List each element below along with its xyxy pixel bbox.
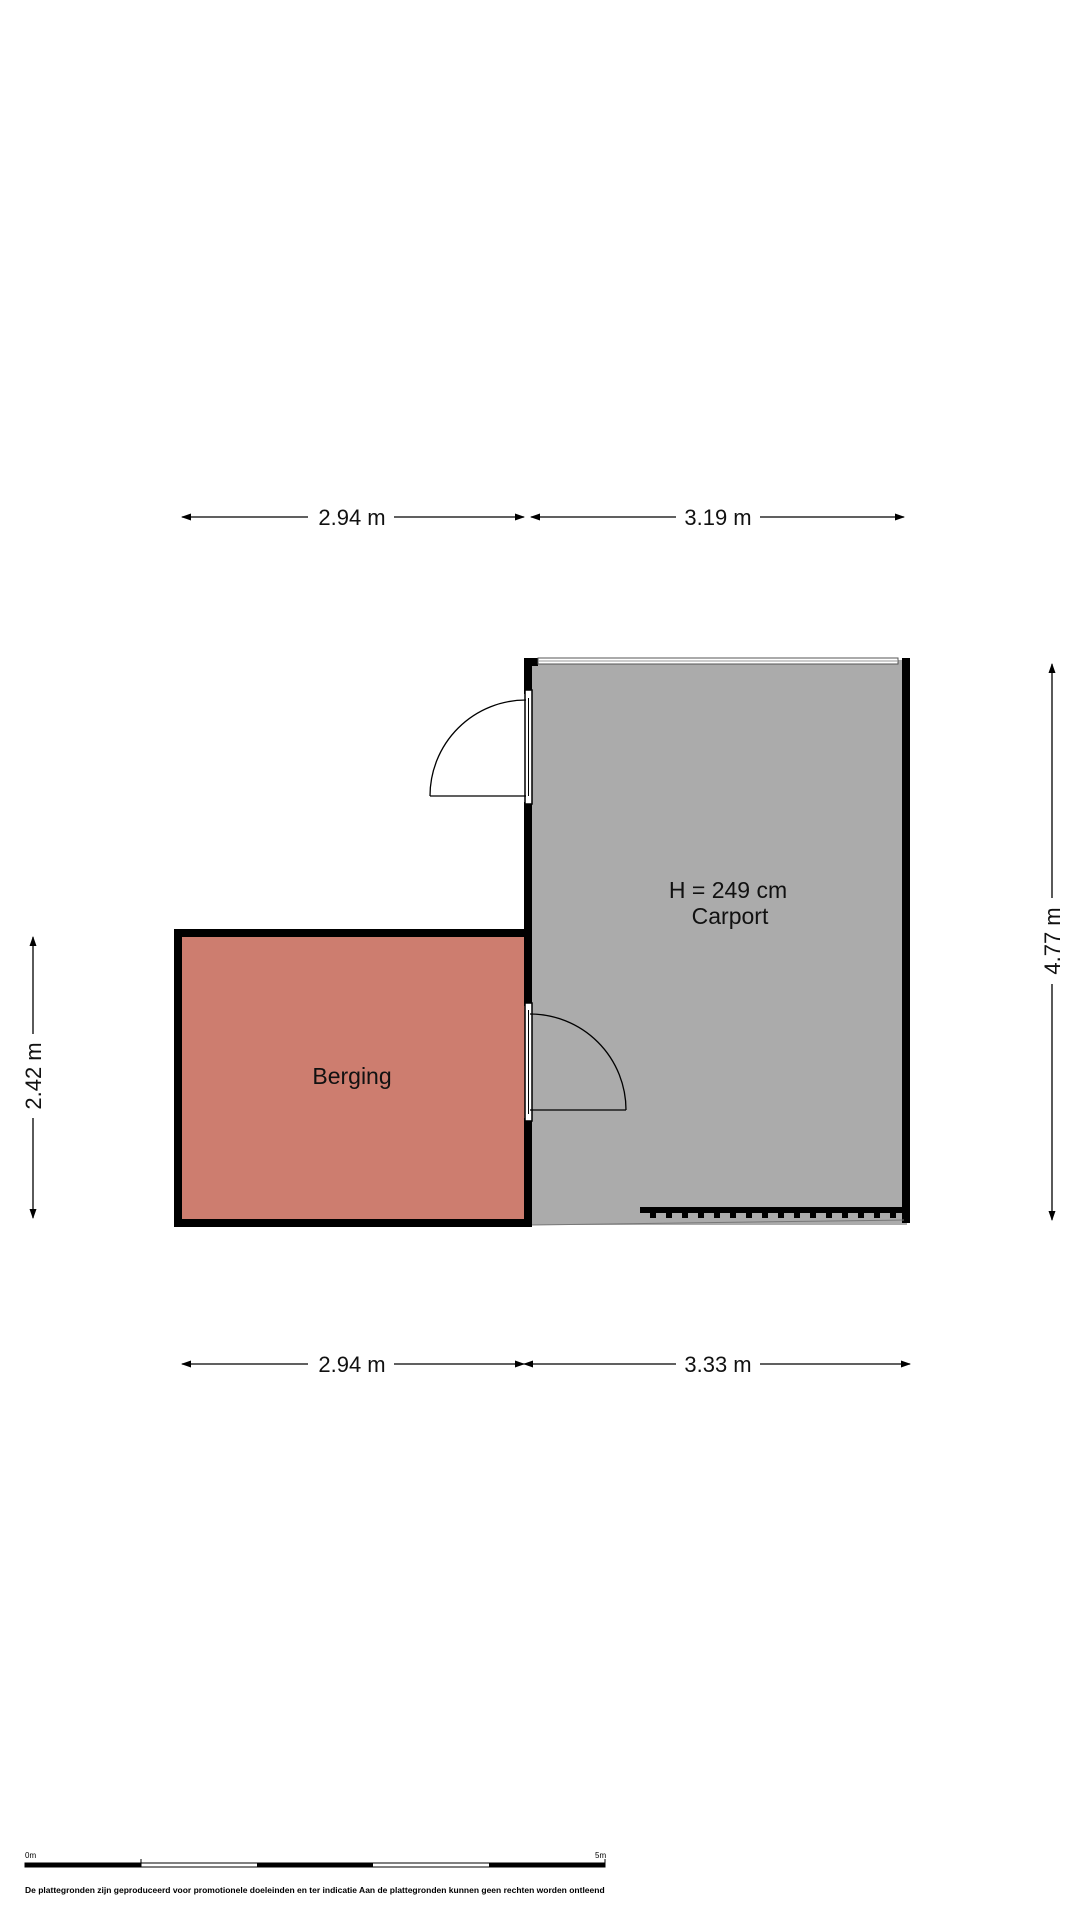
dimension-bottom-left-label: 2.94 m <box>318 1352 385 1377</box>
gate-post <box>698 1212 704 1218</box>
gate-post <box>890 1212 896 1218</box>
dimension-right-vertical-label: 4.77 m <box>1040 907 1065 974</box>
dimension-bottom-right: 3.33 m <box>523 1352 911 1377</box>
scale-bar-start-label: 0m <box>25 1851 36 1860</box>
upper-door <box>429 689 533 805</box>
carport-label: Carport <box>692 903 769 929</box>
berging-door <box>524 1002 627 1122</box>
berging-floor <box>178 933 528 1223</box>
dimension-bottom-right-label: 3.33 m <box>684 1352 751 1377</box>
gate-post <box>842 1212 848 1218</box>
dimension-left-vertical-label: 2.42 m <box>21 1042 46 1109</box>
dimension-bottom-left: 2.94 m <box>181 1352 525 1377</box>
gate-post <box>666 1212 672 1218</box>
gate-post <box>874 1212 880 1218</box>
berging-label: Berging <box>312 1063 391 1089</box>
gate-post <box>794 1212 800 1218</box>
scale-bar: 0m 5m <box>24 1851 606 1868</box>
gate-post <box>826 1212 832 1218</box>
disclaimer-text: De plattegronden zijn geproduceerd voor … <box>25 1885 605 1895</box>
dimension-top-left-label: 2.94 m <box>318 505 385 530</box>
scale-bar-end-label: 5m <box>595 1851 606 1860</box>
carport-gate <box>531 1207 905 1226</box>
gate-post <box>810 1212 816 1218</box>
gate-post <box>650 1212 656 1218</box>
gate-post <box>714 1212 720 1218</box>
walls <box>174 658 910 1227</box>
dimension-top-right: 3.19 m <box>530 505 905 530</box>
gate-post <box>778 1212 784 1218</box>
gate-post <box>730 1212 736 1218</box>
gate-post <box>762 1212 768 1218</box>
gate-post <box>682 1212 688 1218</box>
gate-post <box>746 1212 752 1218</box>
dimension-top-right-label: 3.19 m <box>684 505 751 530</box>
dimension-left-vertical: 2.42 m <box>21 936 46 1219</box>
carport-height-label: H = 249 cm <box>669 877 787 903</box>
carport-top-opening <box>537 657 899 665</box>
dimension-right-vertical: 4.77 m <box>1040 663 1065 1221</box>
dimension-top-left: 2.94 m <box>181 505 525 530</box>
gate-post <box>858 1212 864 1218</box>
carport-floor <box>530 660 907 1225</box>
